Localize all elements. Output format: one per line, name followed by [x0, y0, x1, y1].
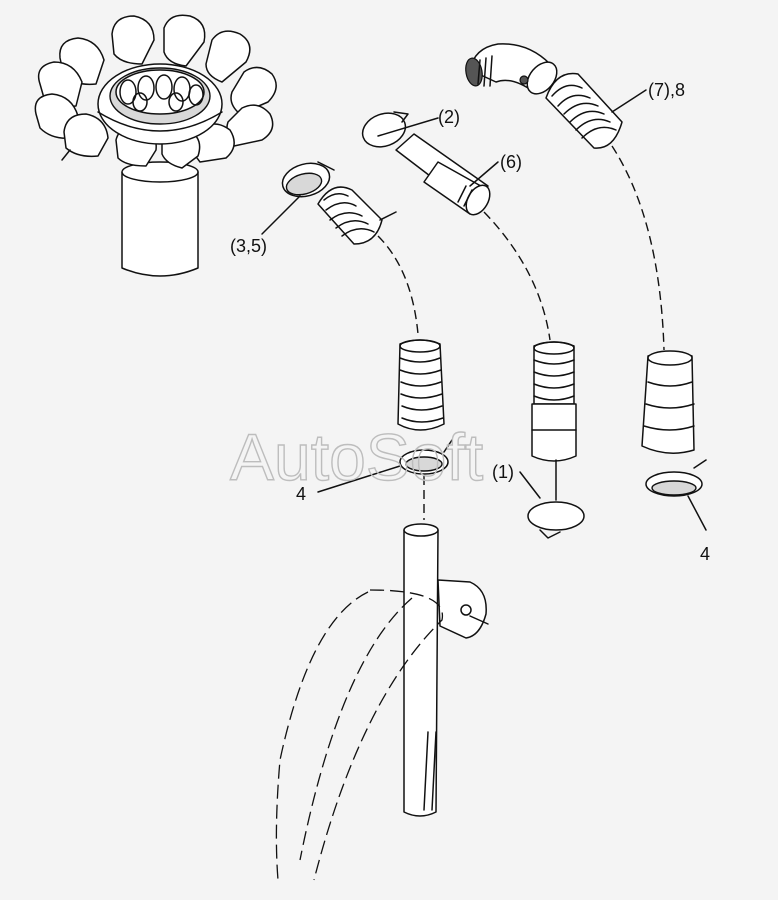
leader-lines — [261, 89, 707, 531]
hose-part-5 — [317, 186, 419, 335]
coulter-blade — [275, 589, 444, 881]
callout-part-1: (1) — [492, 462, 514, 482]
watermark: AutoSoft — [230, 420, 483, 494]
elbow-fitting — [465, 43, 558, 95]
clamp-part-4-right — [645, 459, 707, 497]
hose-right — [641, 350, 695, 454]
corrugated-hose-middle — [531, 341, 577, 462]
clamp-part-1 — [527, 459, 585, 539]
callout-part-7-8: (7),8 — [648, 80, 685, 100]
clamp-part-4-left — [399, 439, 453, 475]
clamp-part-3 — [281, 161, 335, 198]
callout-part-6: (6) — [500, 152, 522, 172]
sleeve-part-6 — [395, 133, 551, 341]
corrugated-hose-left — [397, 339, 445, 431]
distributor-head — [34, 14, 277, 277]
callout-part-2: (2) — [438, 107, 460, 127]
callout-part-4-right: 4 — [700, 544, 710, 564]
callout-part-3-5: (3,5) — [230, 236, 267, 256]
clamp-part-2 — [361, 111, 409, 148]
hose-part-7-8 — [545, 72, 665, 351]
callout-part-4-left: 4 — [296, 484, 306, 504]
seed-tube-assembly — [403, 523, 489, 817]
